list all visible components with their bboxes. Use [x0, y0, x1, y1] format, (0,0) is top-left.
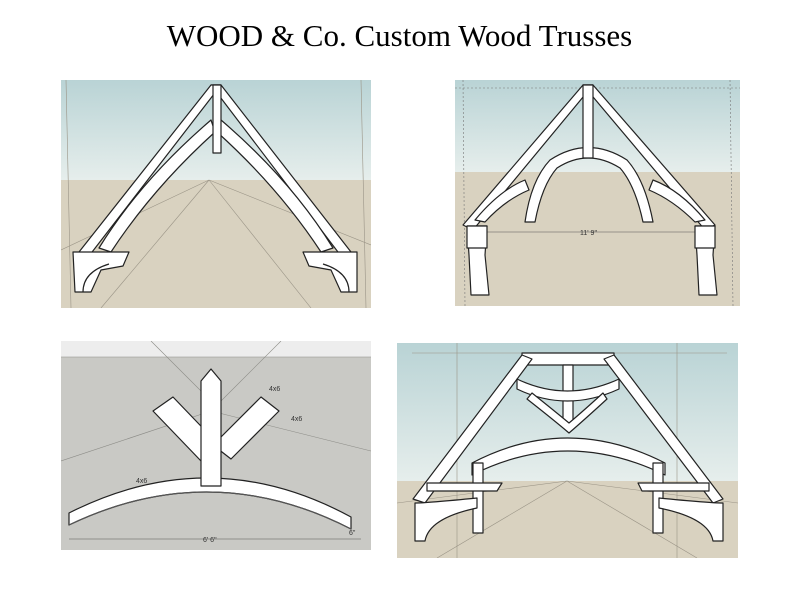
end-dimension-label: 6"	[349, 530, 356, 537]
span-dimension-label: 6' 6"	[203, 537, 217, 544]
top-left-truss-view	[61, 80, 371, 308]
span-dimension-label: 11' 9"	[580, 230, 597, 237]
member-a-label: 4x6	[269, 386, 280, 393]
page-title: WOOD & Co. Custom Wood Trusses	[166, 18, 633, 53]
bottom-right-truss-view	[397, 343, 738, 558]
member-b-label: 4x6	[291, 416, 302, 423]
member-c-label: 4x6	[136, 478, 147, 485]
bottom-left-truss-plan: 6' 6" 6" 4x6 4x6 4x6	[61, 341, 371, 550]
top-right-truss-view: 11' 9"	[455, 80, 740, 306]
